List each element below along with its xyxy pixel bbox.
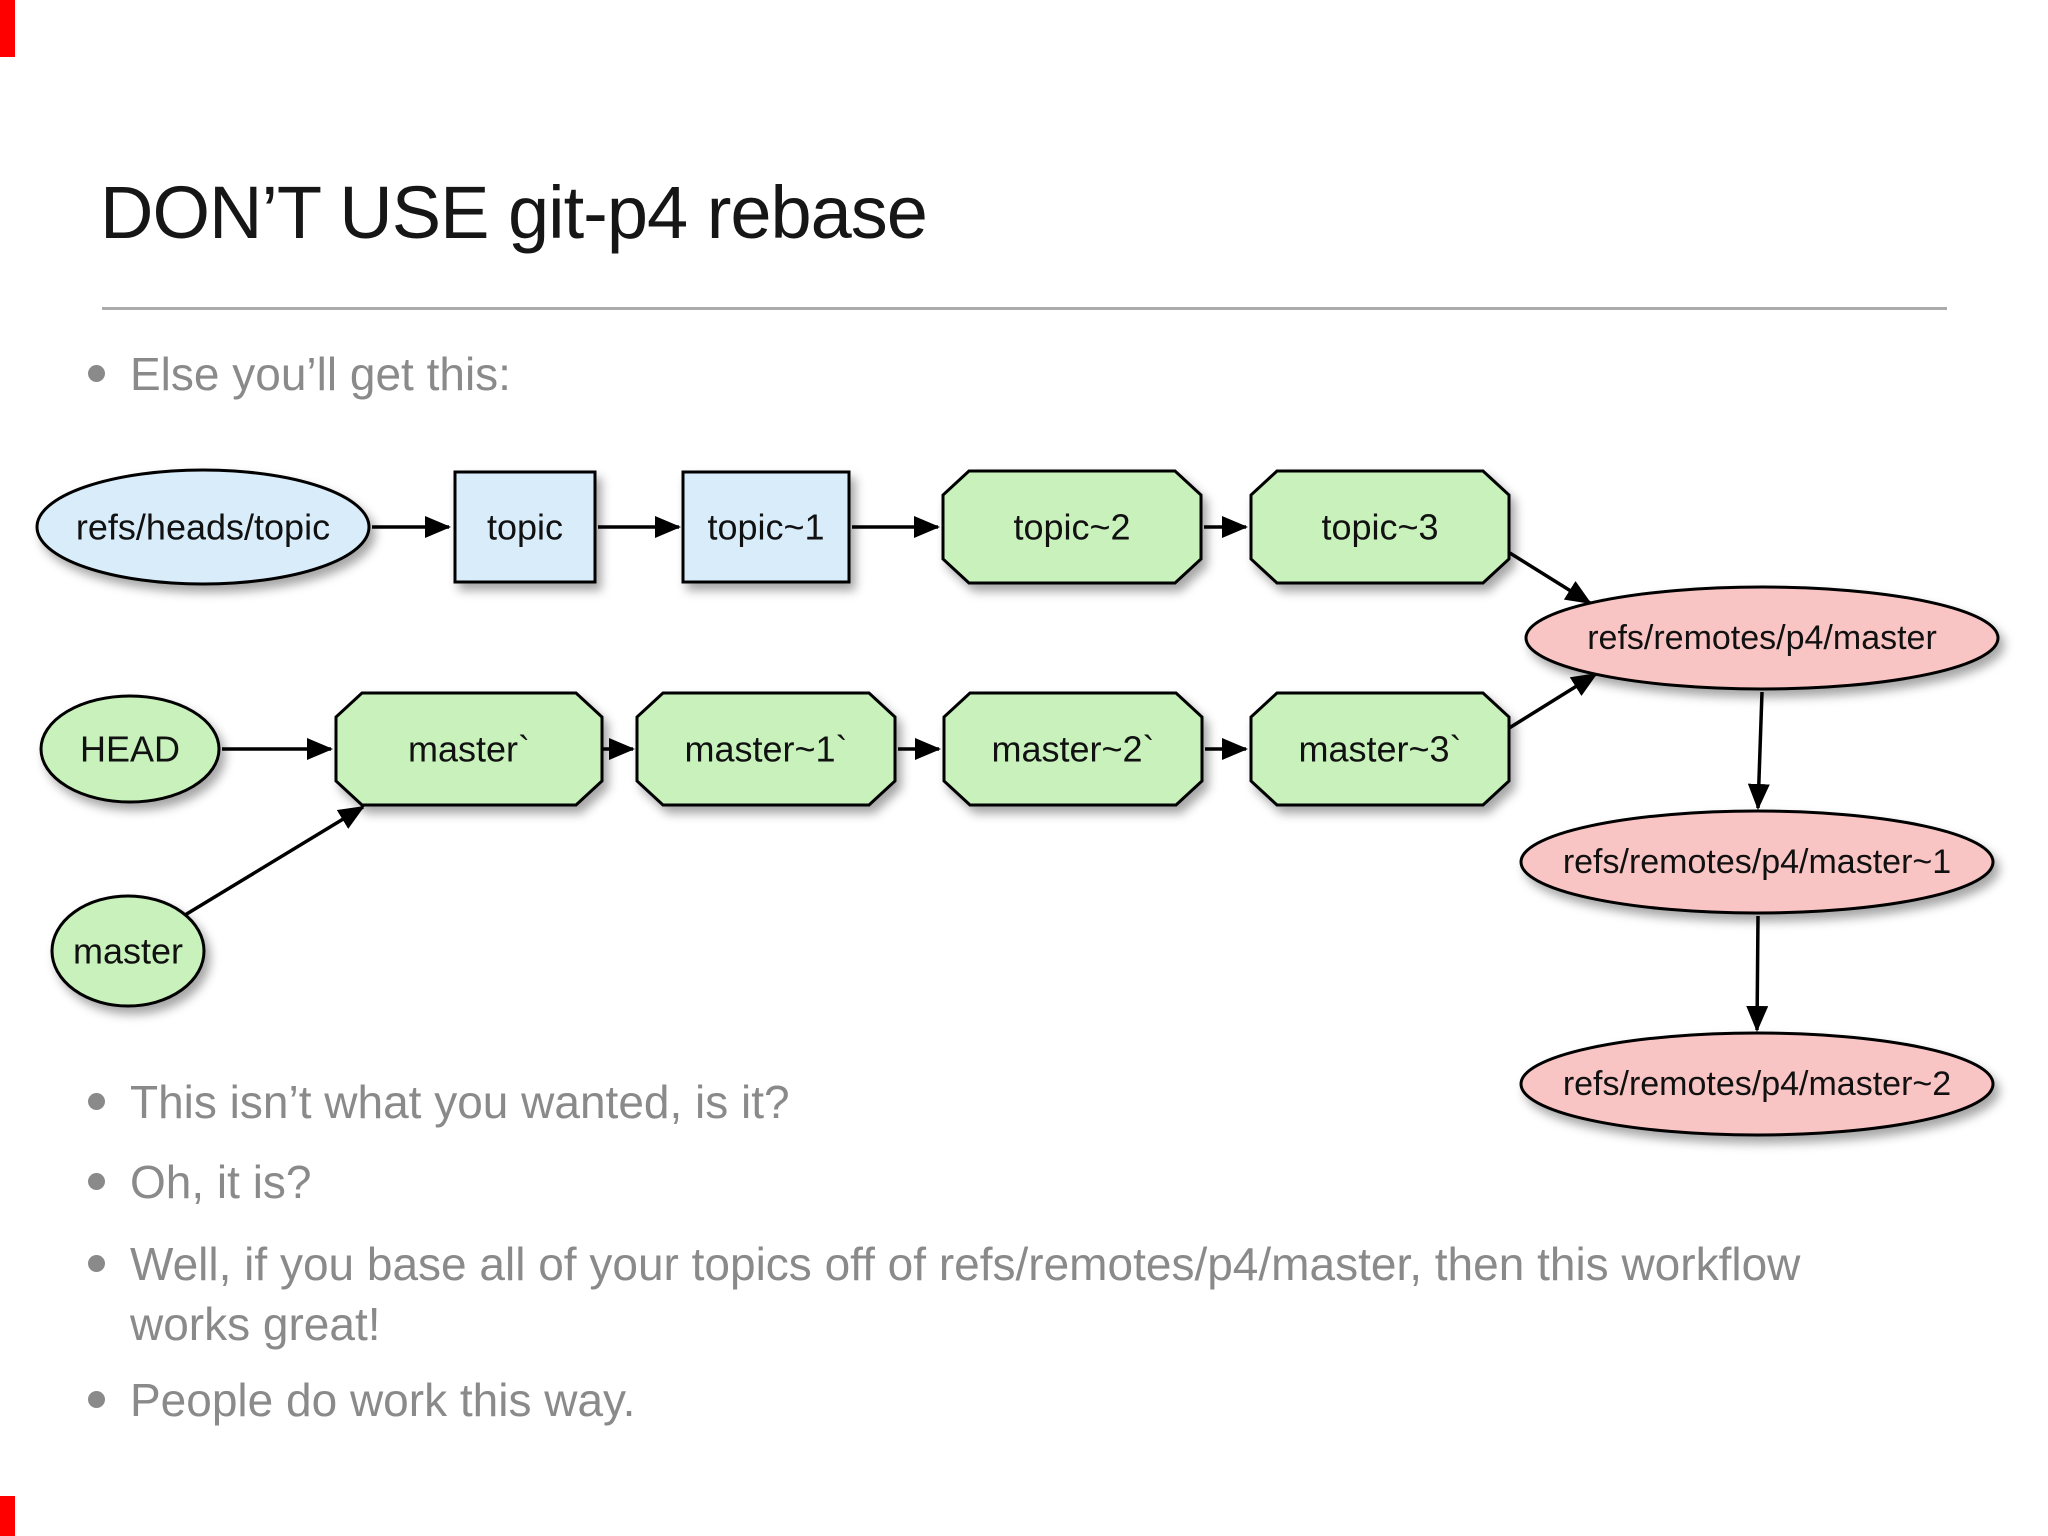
node-topic1 xyxy=(681,470,851,584)
bullet-dot xyxy=(88,1391,105,1408)
node-label-head: HEAD xyxy=(80,729,180,770)
bullet-dot xyxy=(88,1173,105,1190)
bullet-dot xyxy=(88,1255,105,1272)
node-label-master: master xyxy=(73,931,183,972)
node-p4-master2 xyxy=(1519,1031,1995,1137)
node-label-p4-master: refs/remotes/p4/master xyxy=(1587,619,1937,657)
node-label-refs-heads-topic: refs/heads/topic xyxy=(76,507,330,548)
node-p4-master xyxy=(1524,585,2000,691)
bullet-dot xyxy=(88,365,105,382)
node-label-master1-prime: master~1` xyxy=(684,729,847,770)
bullet-text: Well, if you base all of your topics off… xyxy=(130,1238,1801,1350)
bullet-text: Else you’ll get this: xyxy=(130,348,511,400)
edge-topic3-to-p4-master xyxy=(1504,548,1592,605)
node-label-master-prime: master` xyxy=(408,729,530,770)
bullet-item: This isn’t what you wanted, is it? xyxy=(88,1072,790,1132)
node-head xyxy=(39,694,221,804)
node-label-topic2: topic~2 xyxy=(1013,507,1130,548)
bullet-dot xyxy=(88,1093,105,1110)
edge-master-to-master-prime xyxy=(184,805,365,917)
node-master1-prime xyxy=(635,691,897,807)
page-title: DON’T USE git-p4 rebase xyxy=(100,171,928,254)
node-topic xyxy=(453,470,597,584)
node-master-prime xyxy=(334,691,604,807)
node-refs-heads-topic xyxy=(35,468,371,586)
node-master2-prime xyxy=(942,691,1204,807)
node-label-master2-prime: master~2` xyxy=(991,729,1154,770)
node-label-topic: topic xyxy=(487,507,563,548)
node-master xyxy=(50,894,206,1008)
red-corner-mark-top-left xyxy=(0,0,15,57)
node-label-p4-master1: refs/remotes/p4/master~1 xyxy=(1563,843,1951,881)
node-label-p4-master2: refs/remotes/p4/master~2 xyxy=(1563,1065,1951,1103)
bullet-item: Well, if you base all of your topics off… xyxy=(88,1234,1830,1354)
node-master3-prime xyxy=(1249,691,1511,807)
node-label-master3-prime: master~3` xyxy=(1298,729,1461,770)
node-label-topic3: topic~3 xyxy=(1321,507,1438,548)
bullet-text: Oh, it is? xyxy=(130,1156,312,1208)
node-label-topic1: topic~1 xyxy=(707,507,824,548)
red-corner-mark-bottom-left xyxy=(0,1496,15,1536)
node-topic2 xyxy=(941,469,1203,585)
edge-master3-to-p4-master xyxy=(1505,672,1598,732)
node-topic3 xyxy=(1249,469,1511,585)
bullet-item: People do work this way. xyxy=(88,1370,635,1430)
edge-p4-master1-to-p4-master2 xyxy=(1746,915,1769,1032)
bullet-text: This isn’t what you wanted, is it? xyxy=(130,1076,790,1128)
edge-p4-master-to-p4-master1 xyxy=(1747,691,1770,810)
bullet-item-intro: Else you’ll get this: xyxy=(88,344,511,404)
title-divider xyxy=(102,307,1947,310)
bullet-item: Oh, it is? xyxy=(88,1152,312,1212)
node-p4-master1 xyxy=(1519,809,1995,915)
bullet-text: People do work this way. xyxy=(130,1374,636,1426)
